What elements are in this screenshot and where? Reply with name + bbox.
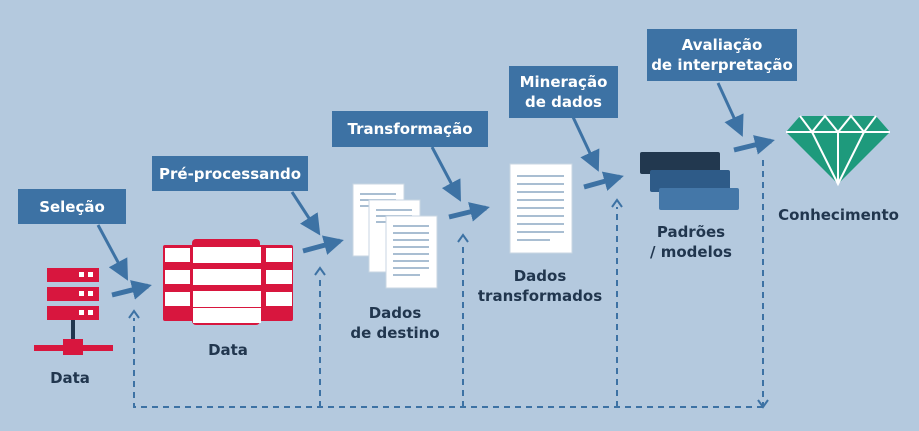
caption-data-source: Data [50, 369, 90, 387]
diamond-icon [786, 114, 890, 187]
step-label-avaliacao: Avaliação de interpretação [647, 29, 797, 81]
label-pointers [96, 82, 744, 281]
step-label-pre-processando: Pré-processando [152, 156, 308, 191]
caption-padroes-modelos: Padrões / modelos [650, 223, 732, 261]
caption-conhecimento: Conhecimento [778, 206, 899, 224]
flow-arrows [111, 135, 775, 300]
documents-stack-icon [352, 183, 438, 289]
document-icon [509, 163, 573, 254]
caption-dados-destino: Dados de destino [350, 304, 440, 342]
server-rack-icon [34, 268, 113, 355]
step-label-mineracao: Mineração de dados [509, 66, 618, 118]
feedback-chevrons [128, 198, 769, 409]
caption-dados-transformados: Dados transformados [477, 267, 603, 305]
step-label-selecao: Seleção [18, 189, 126, 224]
step-label-transformacao: Transformação [332, 111, 488, 147]
layers-icon [640, 152, 739, 210]
table-records-icon [163, 239, 293, 325]
feedback-loop [133, 160, 764, 408]
caption-data-records: Data [208, 341, 248, 359]
